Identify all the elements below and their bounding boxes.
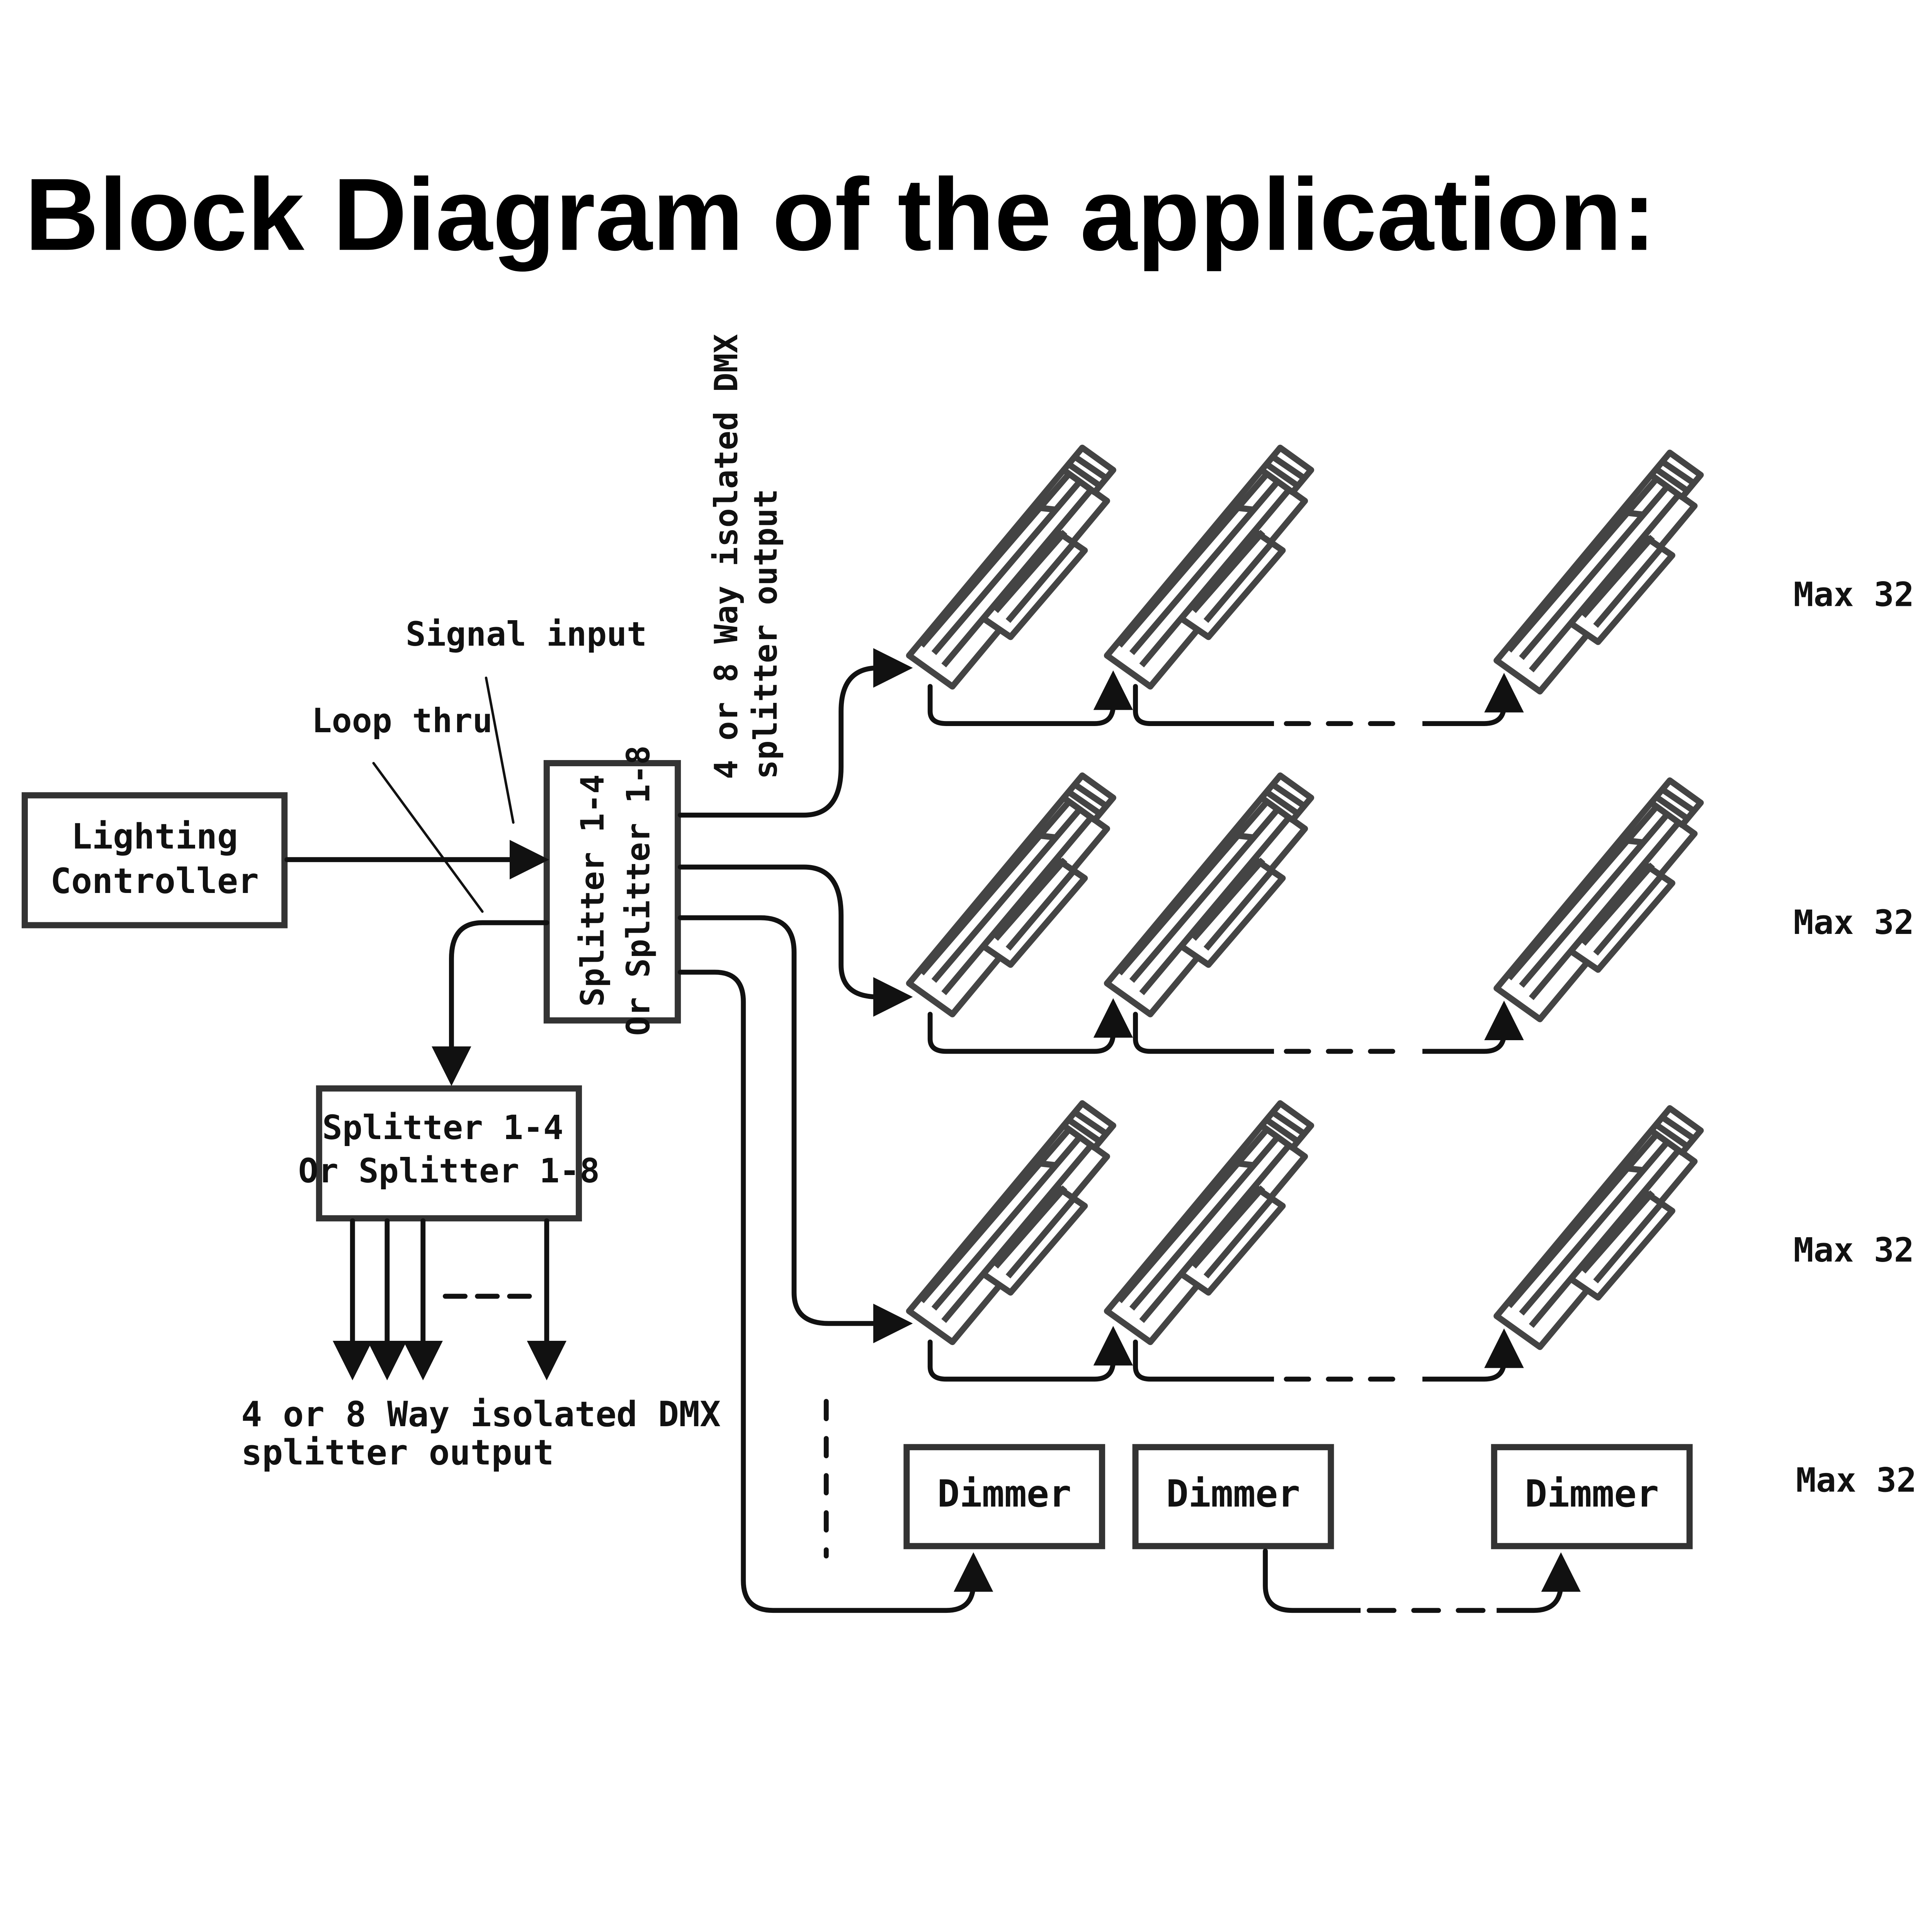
fixture-icon xyxy=(1497,781,1701,1019)
main-splitter-label-1: Splitter 1-4 xyxy=(574,774,611,1007)
fixture-icon xyxy=(909,448,1113,687)
dimmer-label-1: Dimmer xyxy=(937,1472,1071,1515)
fixture-icon xyxy=(1497,453,1701,692)
loop-thru-label: Loop thru xyxy=(312,702,493,740)
secondary-splitter-label-1: Splitter 1-4 xyxy=(322,1109,563,1147)
dimmer-box-2: Dimmer xyxy=(1132,1444,1334,1549)
dimmer-box-1: Dimmer xyxy=(903,1444,1105,1549)
row-3-max-label: Max 32 xyxy=(1793,1231,1914,1270)
dimmer-box-3: Dimmer xyxy=(1491,1444,1693,1549)
main-splitter-label-2: Or Splitter 1-8 xyxy=(620,745,657,1036)
lighting-controller-box: Lighting Controller xyxy=(22,792,288,929)
dimmer-label-3: Dimmer xyxy=(1525,1472,1659,1515)
secondary-output-label-1: 4 or 8 Way isolated DMX xyxy=(241,1395,721,1435)
main-output-row-1 xyxy=(678,648,913,818)
dimmer-label-2: Dimmer xyxy=(1166,1472,1300,1515)
row-3-link-1 xyxy=(927,1326,1133,1382)
main-splitter-box: Splitter 1-4 Or Splitter 1-8 xyxy=(543,745,681,1036)
fixture-row-2 xyxy=(909,776,1701,1056)
row-1-link-2 xyxy=(1133,673,1524,726)
row-2-link-2 xyxy=(1133,1000,1524,1054)
row-2-link-1 xyxy=(927,998,1133,1054)
fixture-row-3 xyxy=(909,1103,1701,1384)
dimmer-row: Dimmer Dimmer Dimmer xyxy=(903,1444,1693,1615)
fixture-icon xyxy=(909,1103,1113,1342)
main-output-row-3 xyxy=(678,915,913,1344)
fixture-icon xyxy=(1107,448,1311,687)
loop-thru-arrow xyxy=(432,920,549,1086)
fixture-icon xyxy=(1497,1108,1701,1347)
row-3-link-2 xyxy=(1133,1328,1524,1382)
page-title: Block Diagram of the application: xyxy=(25,157,1656,272)
lighting-controller-label-1: Lighting xyxy=(71,817,238,857)
fixture-icon xyxy=(1107,776,1311,1014)
dimmer-row-max-label: Max 32 xyxy=(1796,1461,1917,1500)
fixture-icon xyxy=(909,776,1113,1014)
row-2-max-label: Max 32 xyxy=(1793,903,1914,942)
row-1-link-1 xyxy=(927,670,1133,726)
fixture-row-1 xyxy=(909,448,1701,728)
main-output-dimmer-row xyxy=(678,969,993,1613)
lighting-controller-label-2: Controller xyxy=(50,861,259,901)
secondary-output-label-2: splitter output xyxy=(241,1433,554,1473)
dimmer-link xyxy=(1263,1548,1581,1613)
row-1-max-label: Max 32 xyxy=(1793,576,1914,614)
main-output-label-2: splitter output xyxy=(747,489,784,779)
main-output-row-2 xyxy=(678,864,913,1017)
main-output-label-1: 4 or 8 Way isolated DMX xyxy=(707,334,745,779)
secondary-splitter-label-2: Or Splitter 1-8 xyxy=(298,1152,600,1190)
signal-input-leader xyxy=(485,676,515,824)
secondary-splitter-box: Splitter 1-4 Or Splitter 1-8 xyxy=(298,1085,600,1222)
fixture-icon xyxy=(1107,1103,1311,1342)
loop-thru-leader xyxy=(372,762,484,913)
signal-input-label: Signal input xyxy=(406,615,647,654)
